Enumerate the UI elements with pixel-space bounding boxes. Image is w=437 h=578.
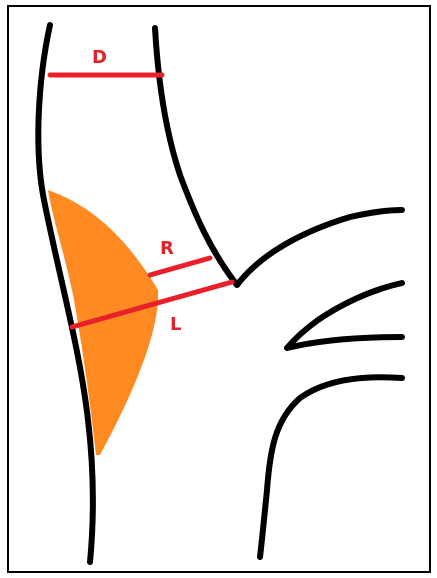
orange-mass [48,190,158,455]
right-vessel-wall [155,28,402,285]
label-l: L [170,314,181,335]
label-d: D [92,47,107,68]
branch-upper-wall [287,283,402,348]
measure-line-r [150,258,210,275]
branch-lower-wall [260,377,402,557]
label-r: R [160,238,174,259]
